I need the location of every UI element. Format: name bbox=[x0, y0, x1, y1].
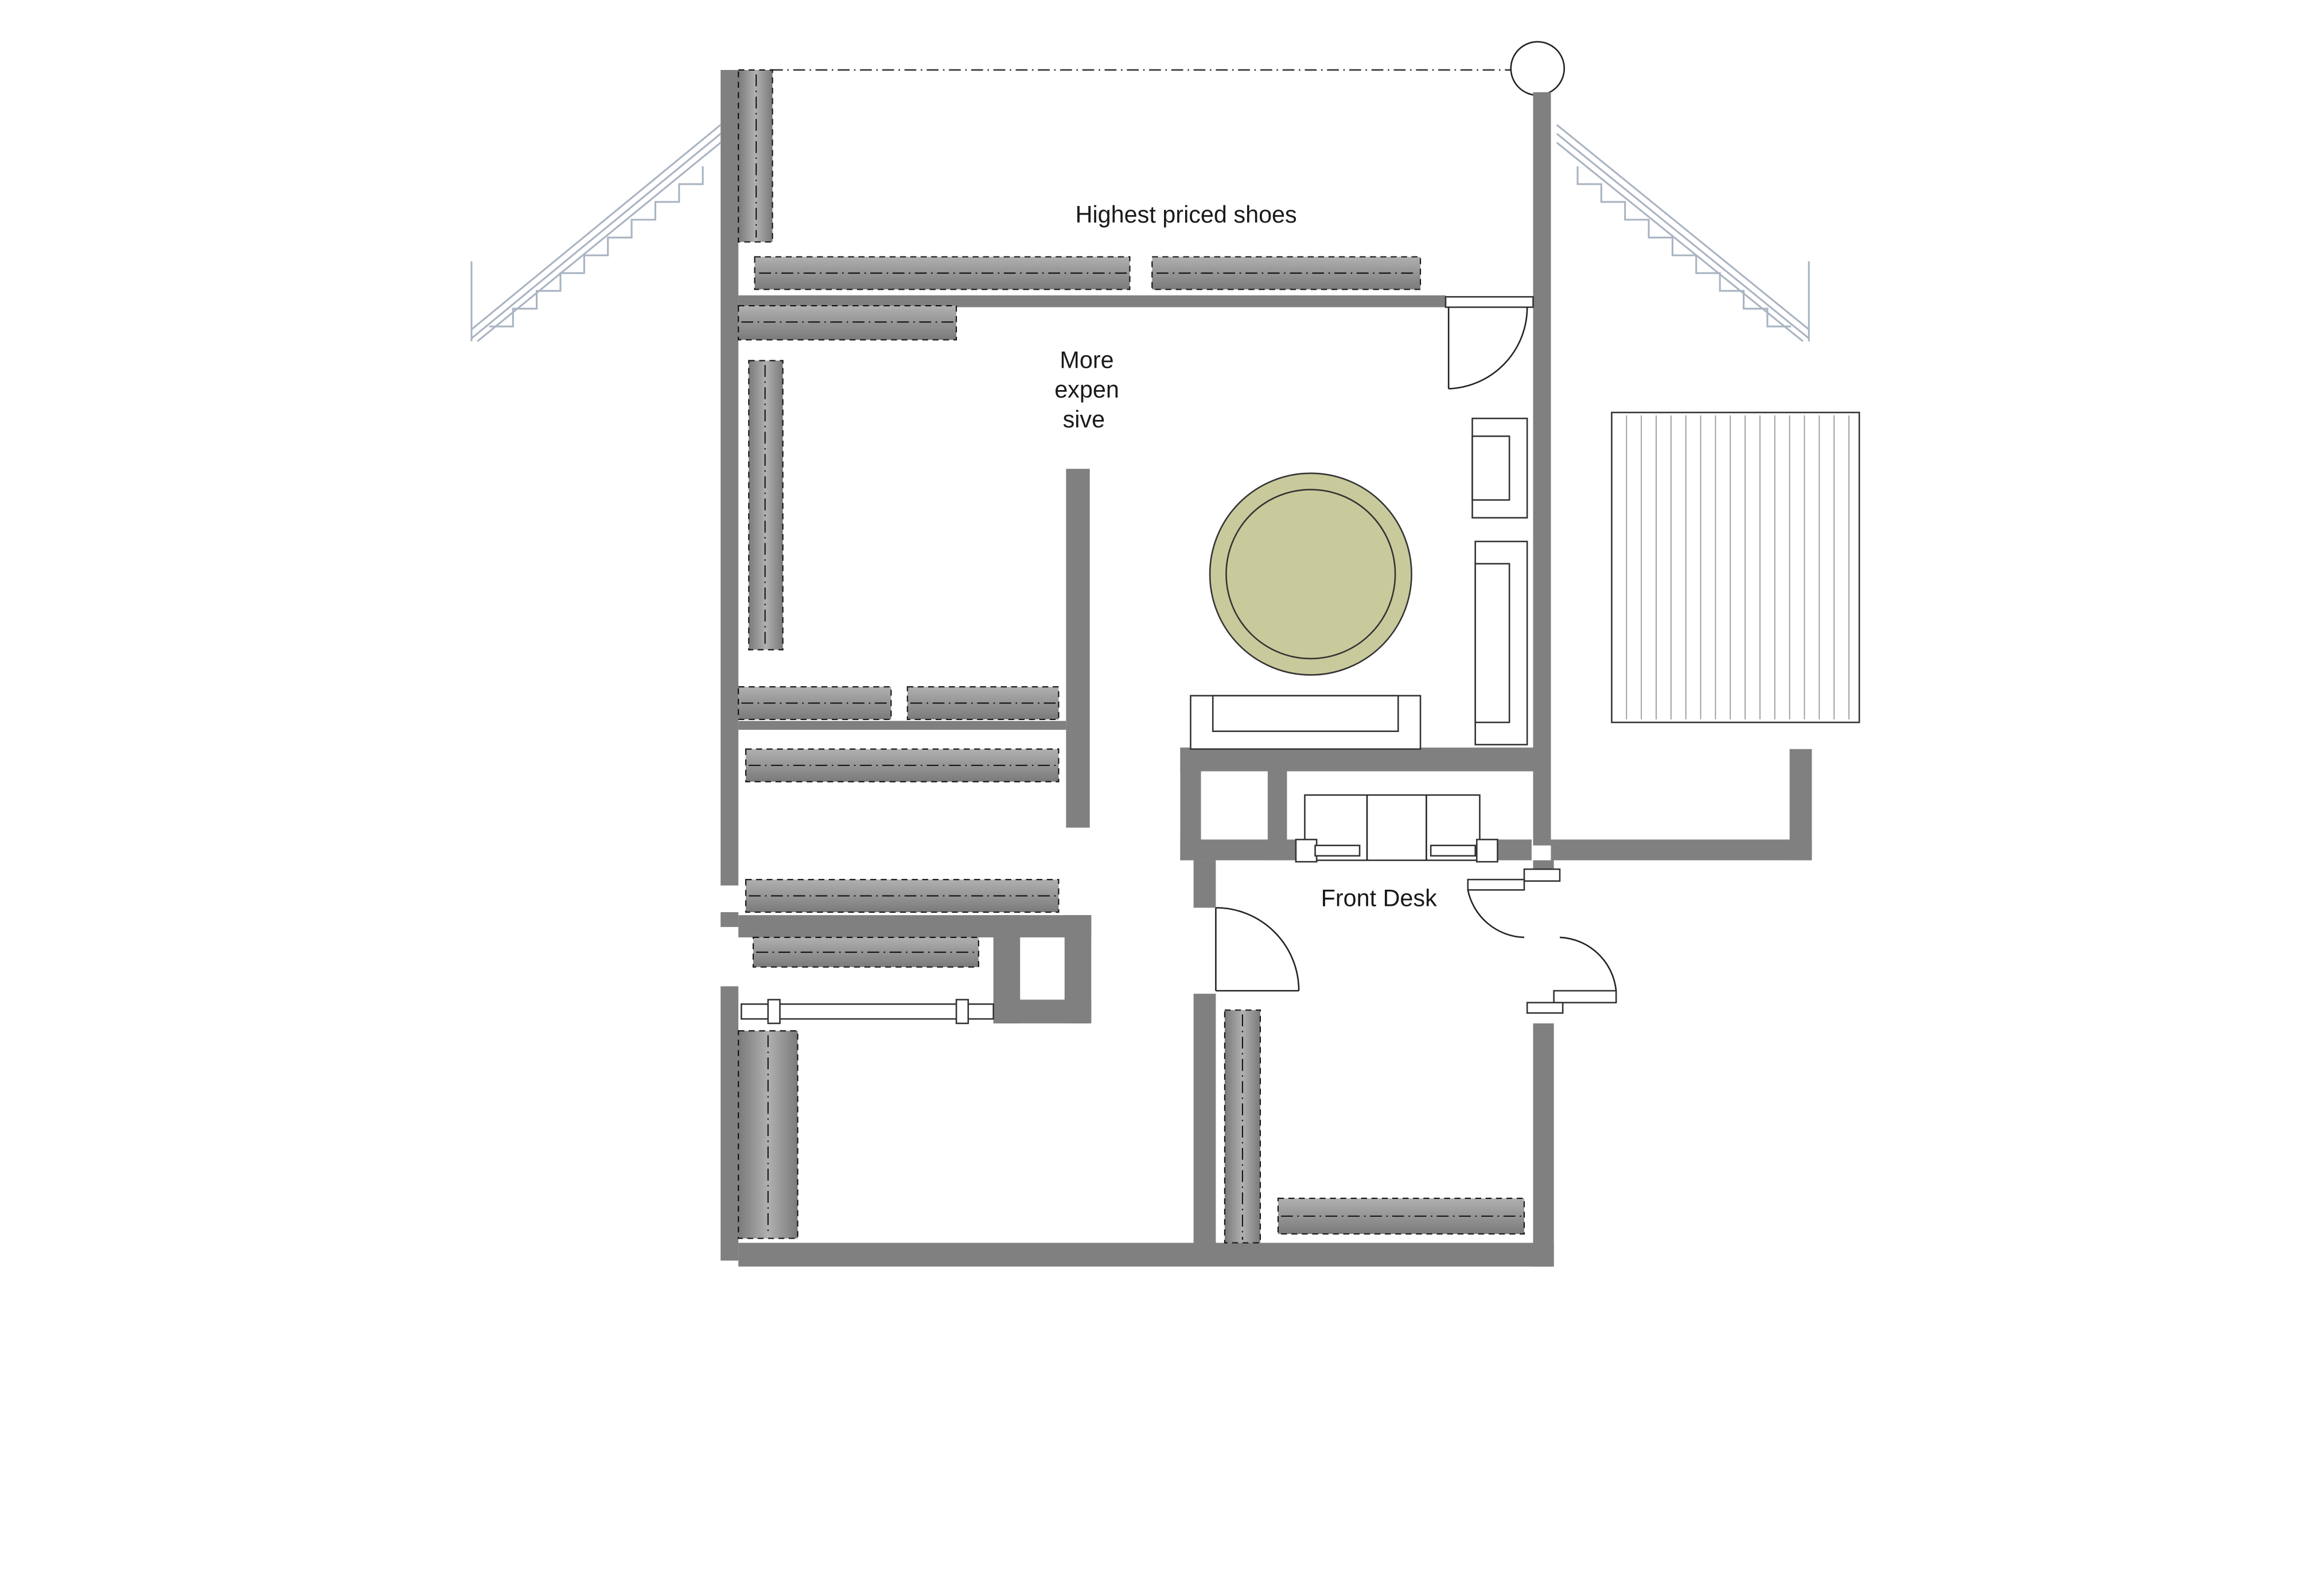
label-more-expensive-1: More bbox=[1060, 347, 1113, 373]
shelf bbox=[748, 360, 784, 651]
shelves bbox=[738, 69, 1525, 1244]
label-highest-priced-shoes: Highest priced shoes bbox=[1076, 201, 1297, 228]
window bbox=[741, 999, 994, 1025]
sofa-icon bbox=[1190, 695, 1422, 750]
staircase-icon bbox=[1556, 124, 1810, 342]
shelf bbox=[745, 748, 1060, 783]
round-rug-icon bbox=[1209, 472, 1412, 676]
chair-icon bbox=[1471, 418, 1528, 519]
table-icon bbox=[1611, 411, 1860, 723]
column-icon bbox=[1510, 41, 1566, 96]
counter-window bbox=[1295, 794, 1498, 863]
label-more-expensive-3: sive bbox=[1063, 406, 1105, 433]
label-front-desk: Front Desk bbox=[1321, 885, 1438, 912]
shelf bbox=[1151, 256, 1422, 290]
shelf bbox=[738, 305, 957, 341]
staircase-icon bbox=[470, 124, 722, 342]
shelf bbox=[745, 879, 1060, 913]
shelf bbox=[738, 69, 773, 243]
front-door-icon bbox=[1467, 868, 1617, 1014]
walls bbox=[721, 69, 1812, 1267]
door-swing-icon bbox=[1444, 296, 1534, 390]
door-swing-icon bbox=[1215, 906, 1300, 992]
sofa-icon bbox=[1474, 540, 1528, 746]
label-more-expensive-2: expen bbox=[1054, 376, 1119, 403]
